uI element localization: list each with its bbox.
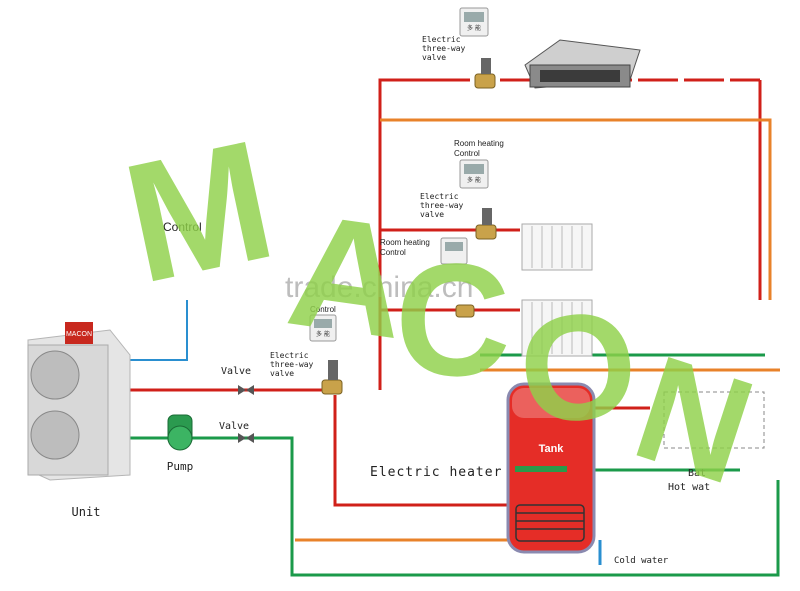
room-heating-label-2a: Room heating (380, 238, 430, 247)
room-heating-label-2b: Control (380, 248, 406, 257)
fc-valve-label-3: valve (422, 53, 446, 62)
rad-valve-label-2: three-way (420, 201, 464, 210)
svg-text:A: A (279, 179, 418, 372)
unit-label: Unit (72, 505, 101, 519)
room-heating-label-1a: Room heating (454, 139, 504, 148)
svg-text:N: N (617, 323, 772, 516)
room-heating-label-1b: Control (454, 149, 480, 158)
tank-label: Tank (539, 443, 565, 455)
unit-logo-panel (65, 322, 93, 344)
unit-fan-bottom (30, 410, 80, 460)
bath-area: Bat Hot wat (663, 391, 765, 493)
unit-fan-top (30, 350, 80, 400)
valve-bottom: Valve (219, 421, 254, 443)
three-way-valve-lower (455, 304, 475, 318)
hot-water-tank: Tank (506, 382, 596, 554)
three-way-valve-radiator: Electric three-way valve (420, 192, 497, 240)
fc-valve-label-1: Electric (422, 35, 461, 44)
red-pipe-tank (333, 395, 510, 507)
bath-label: Bat (688, 468, 706, 479)
svg-text:C: C (395, 230, 511, 409)
three-way-valve-fancoil: Electric three-way valve (422, 35, 496, 89)
thermostat-main: Control 多 能 (309, 305, 337, 342)
thermostat-radiator: Room heating Control 多 能 (454, 139, 504, 189)
orange-pipe-upper (380, 118, 772, 300)
valve-bottom-label: Valve (219, 421, 249, 432)
watermark: trade.china.cn M A C O N (110, 104, 772, 516)
watermark-site: trade.china.cn (285, 271, 473, 304)
electric-heater-label: Electric heater (370, 465, 502, 480)
pump: Pump (167, 414, 194, 473)
three-way-valve-main: Electric three-way valve (270, 351, 343, 395)
thermostat-fancoil-text: 多 能 (467, 24, 481, 32)
rad-valve-label-1: Electric (420, 192, 459, 201)
unit-brand: MACON (66, 331, 92, 338)
control-left-label: Control (163, 220, 202, 234)
valve-top-label: Valve (221, 366, 251, 377)
heat-pump-unit: MACON Unit (27, 322, 131, 519)
electric-heater-element (515, 466, 567, 472)
tank-coil (515, 504, 585, 542)
blue-line-control (130, 300, 188, 361)
main-valve-label-1: Electric (270, 351, 309, 360)
thermostat-radiator-text: 多 能 (467, 176, 481, 184)
svg-text:M: M (110, 104, 288, 319)
thermostat-main-text: 多 能 (316, 330, 330, 338)
valve-top: Valve (221, 366, 254, 395)
control-mid-label: Control (310, 305, 336, 314)
watermark-logo: M A C O N (110, 104, 772, 516)
main-valve-label-3: valve (270, 369, 294, 378)
fc-valve-label-2: three-way (422, 44, 466, 53)
radiator-upper (521, 223, 593, 271)
hot-water-label: Hot wat (668, 482, 710, 493)
svg-text:O: O (511, 278, 645, 457)
rad-valve-label-3: valve (420, 210, 444, 219)
pump-label: Pump (167, 460, 194, 473)
control-left: Control (163, 220, 202, 234)
red-pipe-riser (378, 78, 470, 390)
fan-coil-unit (524, 39, 641, 89)
main-valve-label-2: three-way (270, 360, 314, 369)
radiator-lower (521, 299, 593, 357)
thermostat-lower: Room heating Control (380, 237, 468, 265)
cold-water-label: Cold water (614, 556, 669, 566)
thermostat-fancoil: 多 能 (459, 7, 489, 37)
